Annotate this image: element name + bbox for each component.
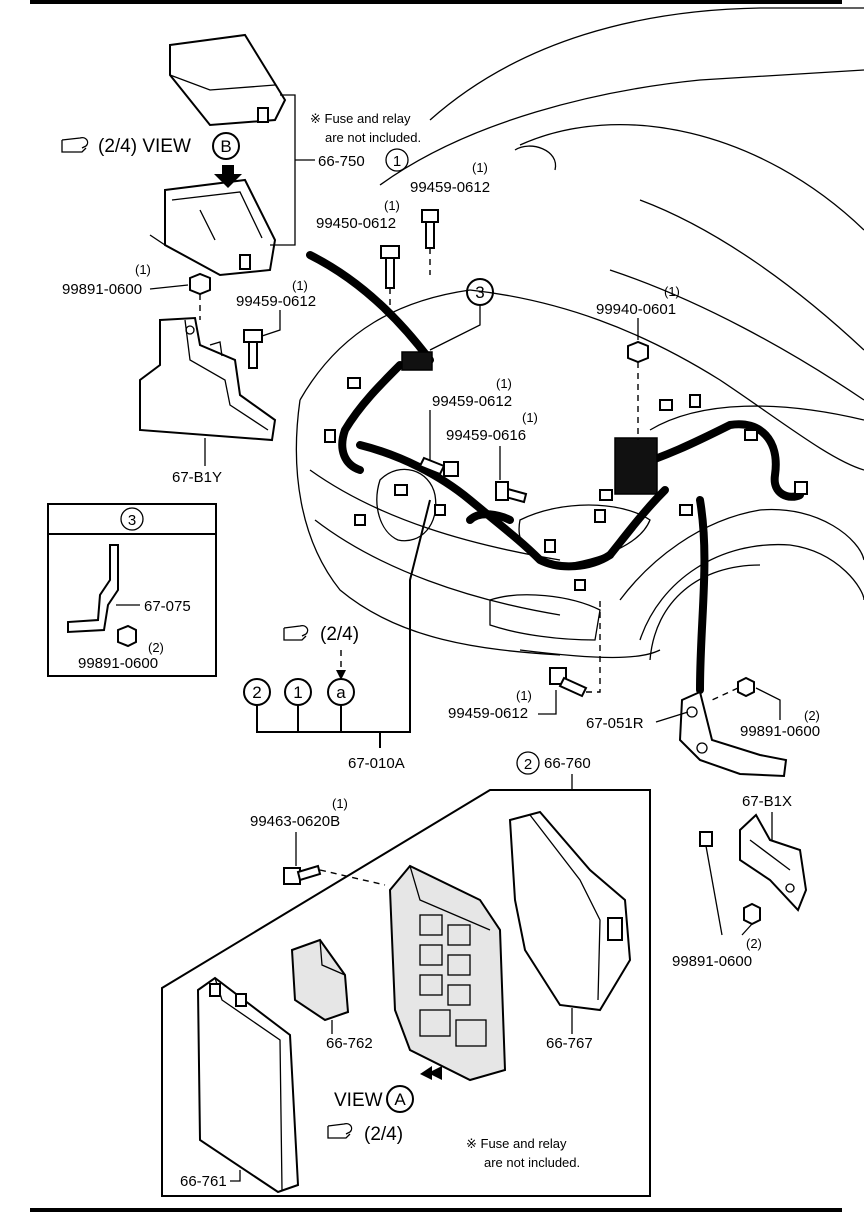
svg-text:1: 1 [393, 153, 401, 170]
bracket-67-B1Y [139, 316, 277, 442]
bolt-99459-0612-top [421, 209, 439, 275]
fuse-note-top-line1: ※ Fuse and relay [310, 111, 411, 126]
part-label-99459-0612-c: 99459-0612 [432, 393, 512, 410]
svg-text:a: a [336, 683, 346, 702]
harness-connector [401, 351, 433, 371]
lower-cover-66-767 [508, 810, 632, 1012]
part-label-66-767: 66-767 [546, 1035, 593, 1052]
nut-99891-0600-b [711, 676, 755, 701]
view-a-arrow [420, 1066, 442, 1080]
part-label-67-051R: 67-051R [586, 715, 644, 732]
svg-text:(2): (2) [148, 640, 164, 655]
car-body-outline [295, 7, 864, 661]
top-border-bar [30, 0, 842, 4]
part-label-99450-0612: 99450-0612 [316, 215, 396, 232]
view-b-circle [212, 132, 240, 160]
fuse-note-top-line2: are not included. [325, 130, 421, 145]
svg-text:(1): (1) [332, 796, 348, 811]
svg-text:1: 1 [293, 683, 302, 702]
fuse-note-bottom-line2: are not included. [484, 1155, 580, 1170]
svg-text:(1): (1) [472, 160, 488, 175]
nut-99891-0600-a [189, 272, 211, 320]
svg-text:(1): (1) [292, 278, 308, 293]
svg-text:(2): (2) [804, 708, 820, 723]
part-label-67-B1Y: 67-B1Y [172, 469, 222, 486]
svg-text:(1): (1) [664, 284, 680, 299]
part-label-99463-0620B: 99463-0620B [250, 813, 340, 830]
harness-junction-block [614, 437, 658, 495]
part-label-99891-0600-b: 99891-0600 [740, 723, 820, 740]
nut-99940-0601 [627, 340, 649, 440]
relay-box-cover [169, 33, 287, 127]
svg-text:(1): (1) [384, 198, 400, 213]
part-label-99891-0600-box: 99891-0600 [78, 655, 158, 672]
part-label-99459-0612-d: 99459-0612 [448, 705, 528, 722]
pointing-hand-icon [327, 1122, 353, 1139]
svg-text:(2/4): (2/4) [364, 1124, 403, 1145]
fuse-box-assembly-frame [161, 789, 651, 1197]
svg-text:(1): (1) [135, 262, 151, 277]
part-label-66-760: 66-760 [544, 755, 591, 772]
svg-text:3: 3 [475, 283, 484, 302]
pointing-hand-icon [283, 624, 309, 641]
view-b-arrow [214, 165, 242, 188]
svg-text:VIEW: VIEW [334, 1090, 383, 1111]
part-label-99459-0616: 99459-0616 [446, 427, 526, 444]
bottom-border-bar [30, 1208, 842, 1212]
part-label-99459-0612-a: 99459-0612 [410, 179, 490, 196]
part-label-66-762: 66-762 [326, 1035, 373, 1052]
part-label-99940-0601: 99940-0601 [596, 301, 676, 318]
view-a-circle [386, 1085, 414, 1113]
pointing-hand-icon [61, 136, 89, 153]
callout-circle-1 [385, 148, 409, 172]
svg-text:3: 3 [128, 512, 136, 529]
harness-reference: (2/4) [283, 624, 359, 680]
upper-cover-66-761 [196, 976, 300, 1194]
bracket-67-B1X [739, 813, 808, 912]
part-label-67-010A: 67-010A [348, 755, 405, 772]
svg-text:2: 2 [252, 683, 261, 702]
part-label-99891-0600-a: 99891-0600 [62, 281, 142, 298]
part-label-66-761: 66-761 [180, 1173, 227, 1190]
svg-text:(1): (1) [516, 688, 532, 703]
leader-66-750 [270, 94, 315, 246]
svg-text:2: 2 [524, 756, 532, 773]
detail-box-3: 3 67-075 (2) 99891-0600 [47, 503, 217, 677]
svg-text:(2/4): (2/4) [320, 624, 359, 645]
relay-box-base [149, 178, 277, 277]
bolt-99459-0612-lower [549, 600, 601, 698]
svg-text:(1): (1) [522, 410, 538, 425]
nut-99891-0600-c [699, 831, 761, 926]
svg-text:(2/4) VIEW: (2/4) VIEW [98, 136, 191, 157]
bracket-67-075 [67, 544, 119, 634]
part-label-99891-0600-c: 99891-0600 [672, 953, 752, 970]
svg-text:(2): (2) [746, 936, 762, 951]
wiring-harness [306, 251, 808, 694]
bolt-99459-0612-left [243, 329, 263, 369]
part-label-99459-0612-b: 99459-0612 [236, 293, 316, 310]
view-b-reference: (2/4) VIEW B [61, 132, 240, 160]
part-label-67-075: 67-075 [144, 598, 191, 615]
part-label-67-B1X: 67-B1X [742, 793, 792, 810]
relay-block-66-762 [290, 938, 350, 1022]
callout-circle-2 [516, 751, 540, 775]
fuse-note-bottom-line1: ※ Fuse and relay [466, 1136, 567, 1151]
bolt-99459-0612-center [418, 456, 459, 477]
fuse-box-main-unit [388, 864, 507, 1082]
part-label-66-750: 66-750 [318, 153, 365, 170]
bolt-99450-0612 [380, 245, 400, 320]
svg-text:(1): (1) [496, 376, 512, 391]
svg-text:B: B [220, 137, 231, 156]
bolt-99463-0620B [283, 864, 386, 886]
view-a-reference: VIEW A (2/4) [327, 1085, 414, 1145]
bolt-99459-0616 [495, 481, 528, 504]
svg-text:A: A [394, 1090, 406, 1109]
